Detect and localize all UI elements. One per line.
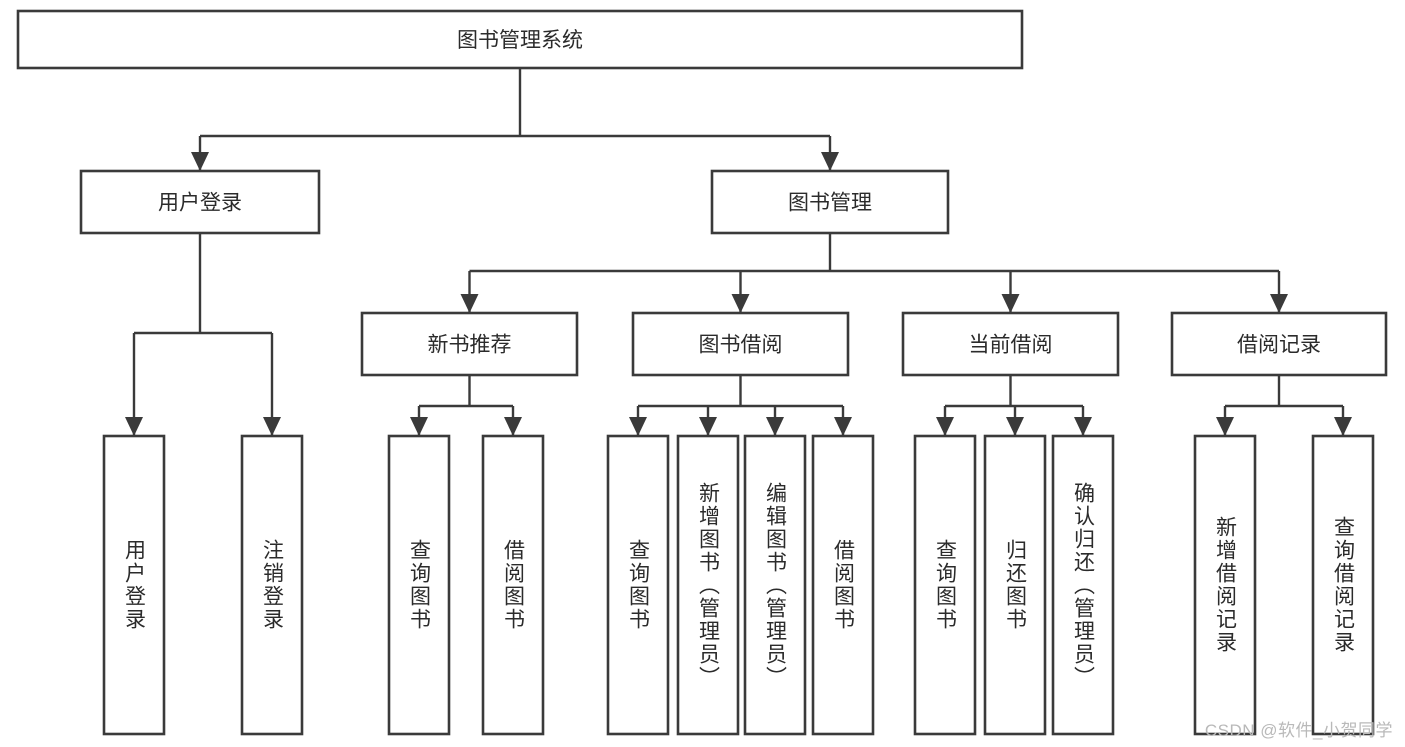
arrowhead-icon	[460, 294, 479, 313]
arrowhead-icon	[834, 417, 852, 436]
node-box[interactable]	[240, 434, 304, 736]
arrowhead-icon	[699, 417, 717, 436]
node-label-vertical-wrap: 查询图书	[933, 539, 957, 631]
node-book-manage[interactable]: 图书管理	[710, 169, 950, 235]
node-label: 查询图书	[626, 539, 650, 631]
node-label: 编辑图书（管理员）	[763, 481, 787, 689]
node-leaf-return-book[interactable]: 归还图书	[983, 434, 1047, 736]
node-label: 图书借阅	[699, 334, 783, 357]
node-label-vertical-wrap: 确认归还（管理员）	[1071, 481, 1095, 689]
arrowhead-icon	[1006, 417, 1024, 436]
node-leaf-add-record[interactable]: 新增借阅记录	[1193, 434, 1257, 736]
node-box[interactable]	[811, 434, 875, 736]
node-leaf-borrow-book-1[interactable]: 借阅图书	[481, 434, 545, 736]
node-box[interactable]	[901, 311, 1120, 377]
arrowhead-icon	[1001, 294, 1020, 313]
node-label: 用户登录	[122, 539, 146, 631]
node-leaf-user-login[interactable]: 用户登录	[102, 434, 166, 736]
node-label: 借阅记录	[1237, 334, 1321, 357]
node-leaf-query-book-2[interactable]: 查询图书	[606, 434, 670, 736]
node-box[interactable]	[481, 434, 545, 736]
node-box[interactable]	[1051, 434, 1115, 736]
node-leaf-add-book[interactable]: 新增图书（管理员）	[676, 434, 740, 736]
arrowhead-icon	[821, 152, 839, 171]
node-label: 当前借阅	[969, 334, 1053, 357]
node-box[interactable]	[710, 169, 950, 235]
node-label: 确认归还（管理员）	[1071, 481, 1095, 689]
node-layer: 图书管理系统用户登录图书管理新书推荐图书借阅当前借阅借阅记录用户登录注销登录查询…	[16, 9, 1388, 736]
node-box[interactable]	[16, 9, 1024, 70]
arrowhead-icon	[936, 417, 954, 436]
node-new-book-rec[interactable]: 新书推荐	[360, 311, 579, 377]
node-label: 查询借阅记录	[1331, 516, 1355, 654]
node-label: 查询图书	[407, 539, 431, 631]
arrowhead-icon	[1270, 294, 1288, 313]
connector-layer	[125, 68, 1352, 436]
node-leaf-edit-book[interactable]: 编辑图书（管理员）	[743, 434, 807, 736]
arrowhead-icon	[629, 417, 647, 436]
node-label-vertical-wrap: 查询图书	[626, 539, 650, 631]
node-label-vertical-wrap: 借阅图书	[831, 539, 855, 631]
node-box[interactable]	[360, 311, 579, 377]
node-leaf-query-book-3[interactable]: 查询图书	[913, 434, 977, 736]
node-label-vertical-wrap: 查询借阅记录	[1331, 516, 1355, 654]
node-label: 新增图书（管理员）	[696, 481, 720, 689]
arrowhead-icon	[191, 152, 209, 171]
node-label-vertical-wrap: 注销登录	[260, 539, 284, 631]
node-box[interactable]	[913, 434, 977, 736]
node-label-vertical-wrap: 编辑图书（管理员）	[763, 481, 787, 689]
node-leaf-query-record[interactable]: 查询借阅记录	[1311, 434, 1375, 736]
arrowhead-icon	[410, 417, 428, 436]
node-label-vertical-wrap: 借阅图书	[501, 539, 525, 631]
node-label: 归还图书	[1003, 539, 1027, 631]
node-leaf-logout[interactable]: 注销登录	[240, 434, 304, 736]
node-box[interactable]	[606, 434, 670, 736]
node-label-vertical-wrap: 归还图书	[1003, 539, 1027, 631]
node-box[interactable]	[631, 311, 850, 377]
node-label: 借阅图书	[831, 539, 855, 631]
node-label-vertical-wrap: 新增借阅记录	[1213, 516, 1237, 654]
node-box[interactable]	[102, 434, 166, 736]
node-label-vertical-wrap: 查询图书	[407, 539, 431, 631]
node-label: 新增借阅记录	[1213, 516, 1237, 654]
node-label: 用户登录	[158, 192, 242, 215]
node-box[interactable]	[79, 169, 321, 235]
node-label: 图书管理系统	[457, 29, 583, 52]
node-label: 借阅图书	[501, 539, 525, 631]
watermark-label: CSDN @软件_小贺同学	[1204, 721, 1393, 740]
node-borrow-record[interactable]: 借阅记录	[1170, 311, 1388, 377]
node-label: 注销登录	[260, 539, 284, 631]
node-label: 图书管理	[788, 192, 872, 215]
node-root[interactable]: 图书管理系统	[16, 9, 1024, 70]
arrowhead-icon	[766, 417, 784, 436]
arrowhead-icon	[1334, 417, 1352, 436]
arrowhead-icon	[263, 417, 281, 436]
node-leaf-borrow-book-2[interactable]: 借阅图书	[811, 434, 875, 736]
node-leaf-query-book-1[interactable]: 查询图书	[387, 434, 451, 736]
node-leaf-confirm-ret[interactable]: 确认归还（管理员）	[1051, 434, 1115, 736]
arrowhead-icon	[504, 417, 522, 436]
node-box[interactable]	[1311, 434, 1375, 736]
arrowhead-icon	[731, 294, 750, 313]
node-box[interactable]	[743, 434, 807, 736]
arrowhead-icon	[1216, 417, 1234, 436]
node-user-login[interactable]: 用户登录	[79, 169, 321, 235]
node-box[interactable]	[387, 434, 451, 736]
node-label: 查询图书	[933, 539, 957, 631]
node-label-vertical-wrap: 新增图书（管理员）	[696, 481, 720, 689]
node-box[interactable]	[1193, 434, 1257, 736]
node-current-borrow[interactable]: 当前借阅	[901, 311, 1120, 377]
node-box[interactable]	[983, 434, 1047, 736]
node-book-borrow[interactable]: 图书借阅	[631, 311, 850, 377]
node-label-vertical-wrap: 用户登录	[122, 539, 146, 631]
node-box[interactable]	[1170, 311, 1388, 377]
node-box[interactable]	[676, 434, 740, 736]
node-label: 新书推荐	[428, 334, 512, 357]
arrowhead-icon	[1074, 417, 1092, 436]
arrowhead-icon	[125, 417, 143, 436]
